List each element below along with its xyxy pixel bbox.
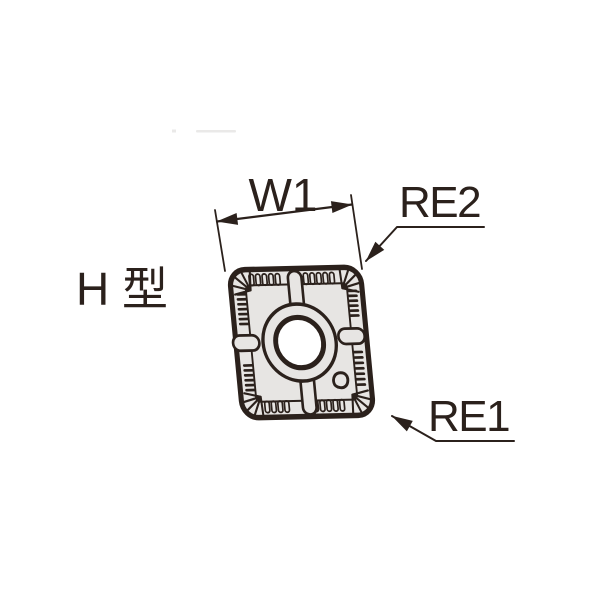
tab-left <box>231 333 261 353</box>
dimension-label-w1: W1 <box>249 169 318 221</box>
screw-hole <box>273 314 327 371</box>
leader-line-re2 <box>365 226 485 262</box>
callout-re1: RE1 <box>391 392 515 442</box>
dimple-mark <box>332 371 350 390</box>
extension-line-right <box>350 194 363 270</box>
label-re1: RE1 <box>428 392 509 441</box>
insert-body <box>227 264 376 421</box>
callout-re2: RE2 <box>365 178 485 262</box>
dimension-w1: W1 <box>214 169 363 272</box>
tab-right <box>337 326 367 346</box>
extension-line-left <box>214 209 226 272</box>
dimension-line <box>215 201 354 225</box>
insert-type-label: H 型 <box>76 263 168 315</box>
leader-line-re1 <box>391 415 515 442</box>
label-re2: RE2 <box>399 178 480 227</box>
scan-artifact <box>172 129 236 133</box>
